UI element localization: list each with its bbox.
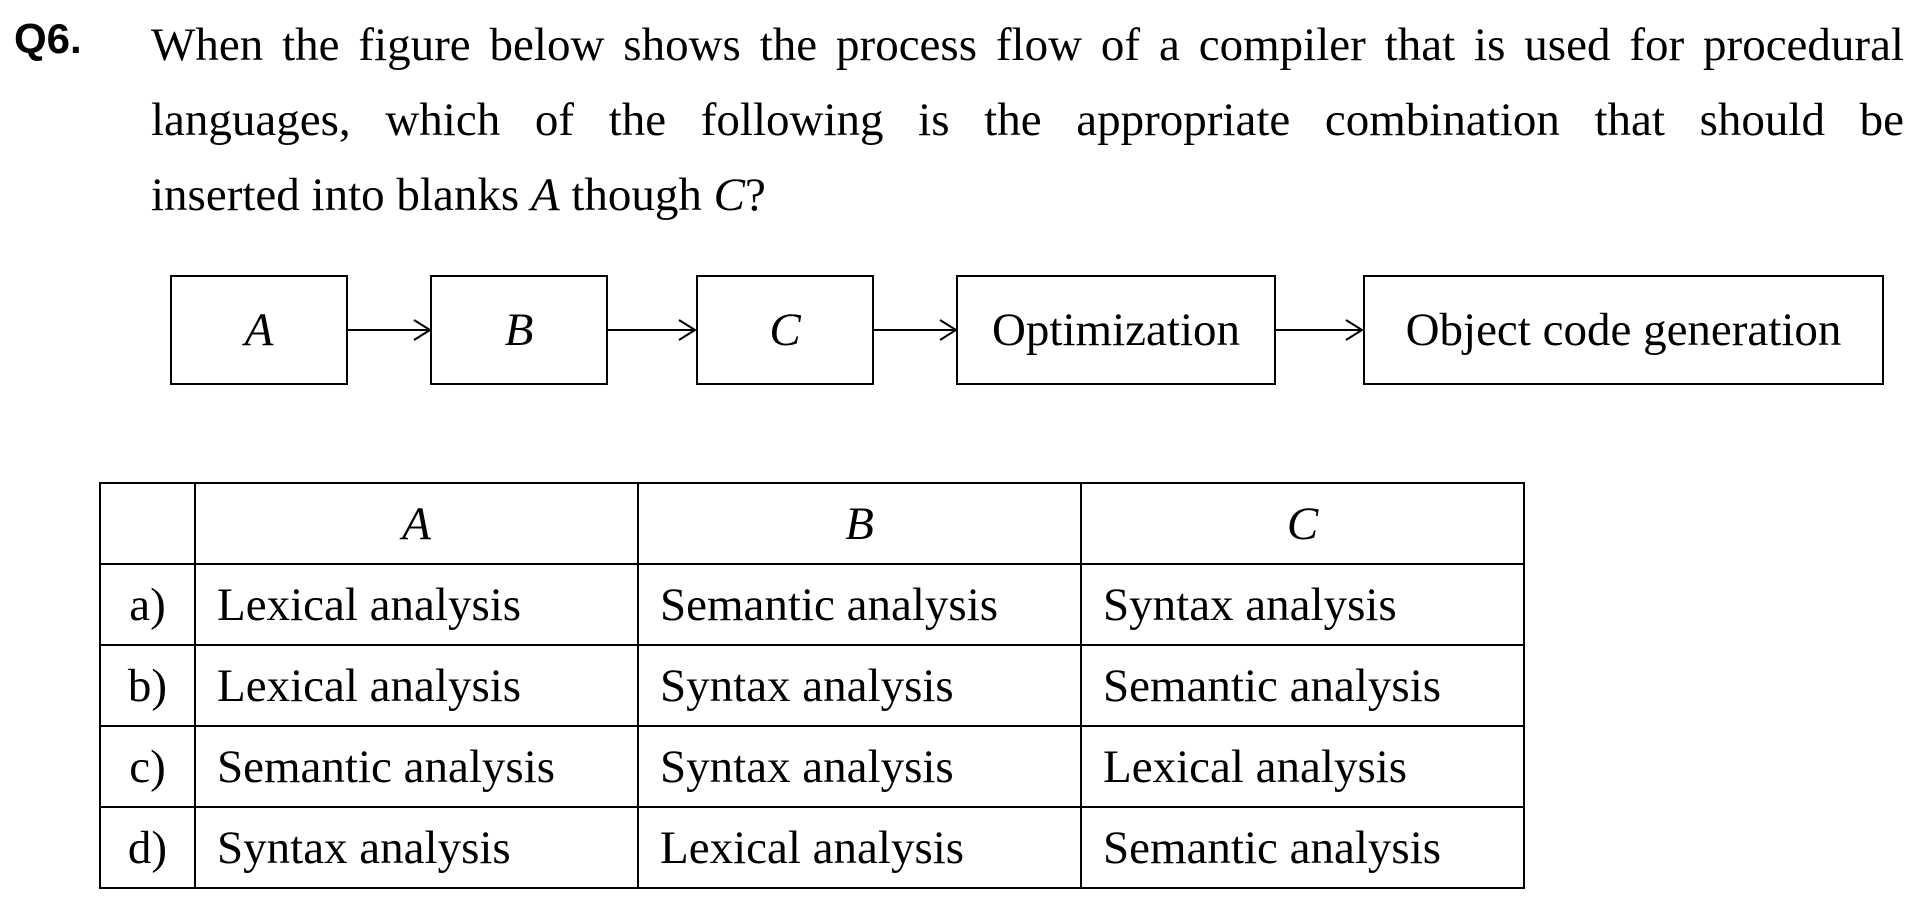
cell-a: Syntax analysis bbox=[194, 806, 639, 889]
question-line-3-part-3: ? bbox=[745, 169, 766, 221]
table-header-row: A B C bbox=[99, 482, 1525, 565]
header-a: A bbox=[194, 482, 639, 565]
question-line-3-part-2: though bbox=[559, 169, 714, 221]
table-row-a: a) Lexical analysis Semantic analysis Sy… bbox=[99, 563, 1525, 646]
option-label: a) bbox=[99, 563, 196, 646]
flow-box-b: B bbox=[430, 275, 608, 385]
question-text: When the figure below shows the process … bbox=[151, 8, 1904, 233]
flow-arrow-3 bbox=[874, 319, 958, 341]
header-corner bbox=[99, 482, 196, 565]
cell-c: Lexical analysis bbox=[1080, 725, 1525, 808]
flow-arrow-1 bbox=[348, 319, 432, 341]
table-row-d: d) Syntax analysis Lexical analysis Sema… bbox=[99, 806, 1525, 889]
cell-c: Semantic analysis bbox=[1080, 806, 1525, 889]
cell-b: Syntax analysis bbox=[637, 725, 1082, 808]
cell-b: Lexical analysis bbox=[637, 806, 1082, 889]
cell-b: Semantic analysis bbox=[637, 563, 1082, 646]
answer-table: A B C a) Lexical analysis Semantic analy… bbox=[99, 482, 1525, 889]
flow-box-object-code-generation: Object code generation bbox=[1363, 275, 1884, 385]
cell-c: Syntax analysis bbox=[1080, 563, 1525, 646]
flow-box-optimization: Optimization bbox=[956, 275, 1276, 385]
option-label: b) bbox=[99, 644, 196, 727]
question-line-1: When the figure below shows the process … bbox=[151, 19, 1904, 71]
option-label: c) bbox=[99, 725, 196, 808]
header-b: B bbox=[637, 482, 1082, 565]
blank-a-reference: A bbox=[530, 169, 560, 221]
cell-c: Semantic analysis bbox=[1080, 644, 1525, 727]
flow-arrow-4 bbox=[1276, 319, 1364, 341]
question-line-2: languages, which of the following is the… bbox=[151, 94, 1904, 146]
blank-c-reference: C bbox=[713, 169, 745, 221]
cell-a: Lexical analysis bbox=[194, 644, 639, 727]
cell-a: Semantic analysis bbox=[194, 725, 639, 808]
cell-b: Syntax analysis bbox=[637, 644, 1082, 727]
flow-box-a: A bbox=[170, 275, 348, 385]
cell-a: Lexical analysis bbox=[194, 563, 639, 646]
option-label: d) bbox=[99, 806, 196, 889]
flow-box-c: C bbox=[696, 275, 874, 385]
flow-arrow-2 bbox=[608, 319, 697, 341]
question-number: Q6. bbox=[14, 15, 82, 62]
question-line-3-part-1: inserted into blanks bbox=[151, 169, 531, 221]
table-row-b: b) Lexical analysis Syntax analysis Sema… bbox=[99, 644, 1525, 727]
table-row-c: c) Semantic analysis Syntax analysis Lex… bbox=[99, 725, 1525, 808]
question-line-3: inserted into blanks A though C? bbox=[151, 158, 1904, 233]
header-c: C bbox=[1080, 482, 1525, 565]
